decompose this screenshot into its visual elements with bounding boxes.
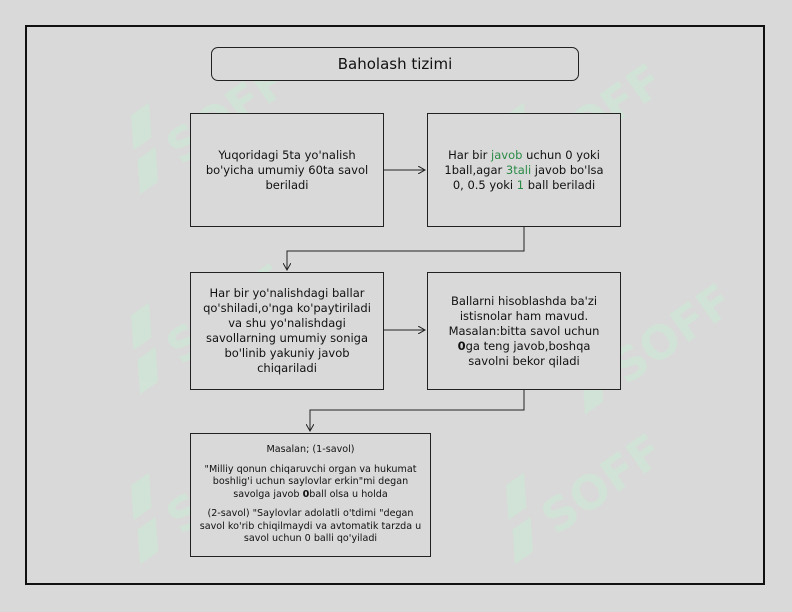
example-question-2: (2-savol) "Saylovlar adolatli o'tdimi "d… xyxy=(199,508,422,545)
arrow-box2-to-box3 xyxy=(287,227,525,270)
step-box-questions: Yuqoridagi 5ta yo'nalish bo'yicha umumiy… xyxy=(190,113,384,227)
step-text: Har bir yo'nalishdagi ballar qo'shiladi,… xyxy=(203,286,371,375)
example-heading: Masalan; (1-savol) xyxy=(266,444,355,456)
step-box-scoring: Har bir javob uchun 0 yoki 1ball,agar 3t… xyxy=(427,113,621,227)
example-question-1: "Milliy qonun chiqaruvchi organ va hukum… xyxy=(204,463,417,500)
step-text: Har bir javob uchun 0 yoki 1ball,agar 3t… xyxy=(444,147,604,192)
step-text: Yuqoridagi 5ta yo'nalish bo'yicha umumiy… xyxy=(205,147,369,192)
title-text: Baholash tizimi xyxy=(337,55,453,73)
step-text: Ballarni hisoblashda ba'zi istisnolar ha… xyxy=(448,293,600,368)
step-box-exceptions: Ballarni hisoblashda ba'zi istisnolar ha… xyxy=(427,272,621,390)
example-box: Masalan; (1-savol) "Milliy qonun chiqaru… xyxy=(190,433,431,557)
step-box-calculation: Har bir yo'nalishdagi ballar qo'shiladi,… xyxy=(190,272,384,390)
arrow-box4-to-box5 xyxy=(310,390,525,431)
diagram-title: Baholash tizimi xyxy=(211,47,579,81)
